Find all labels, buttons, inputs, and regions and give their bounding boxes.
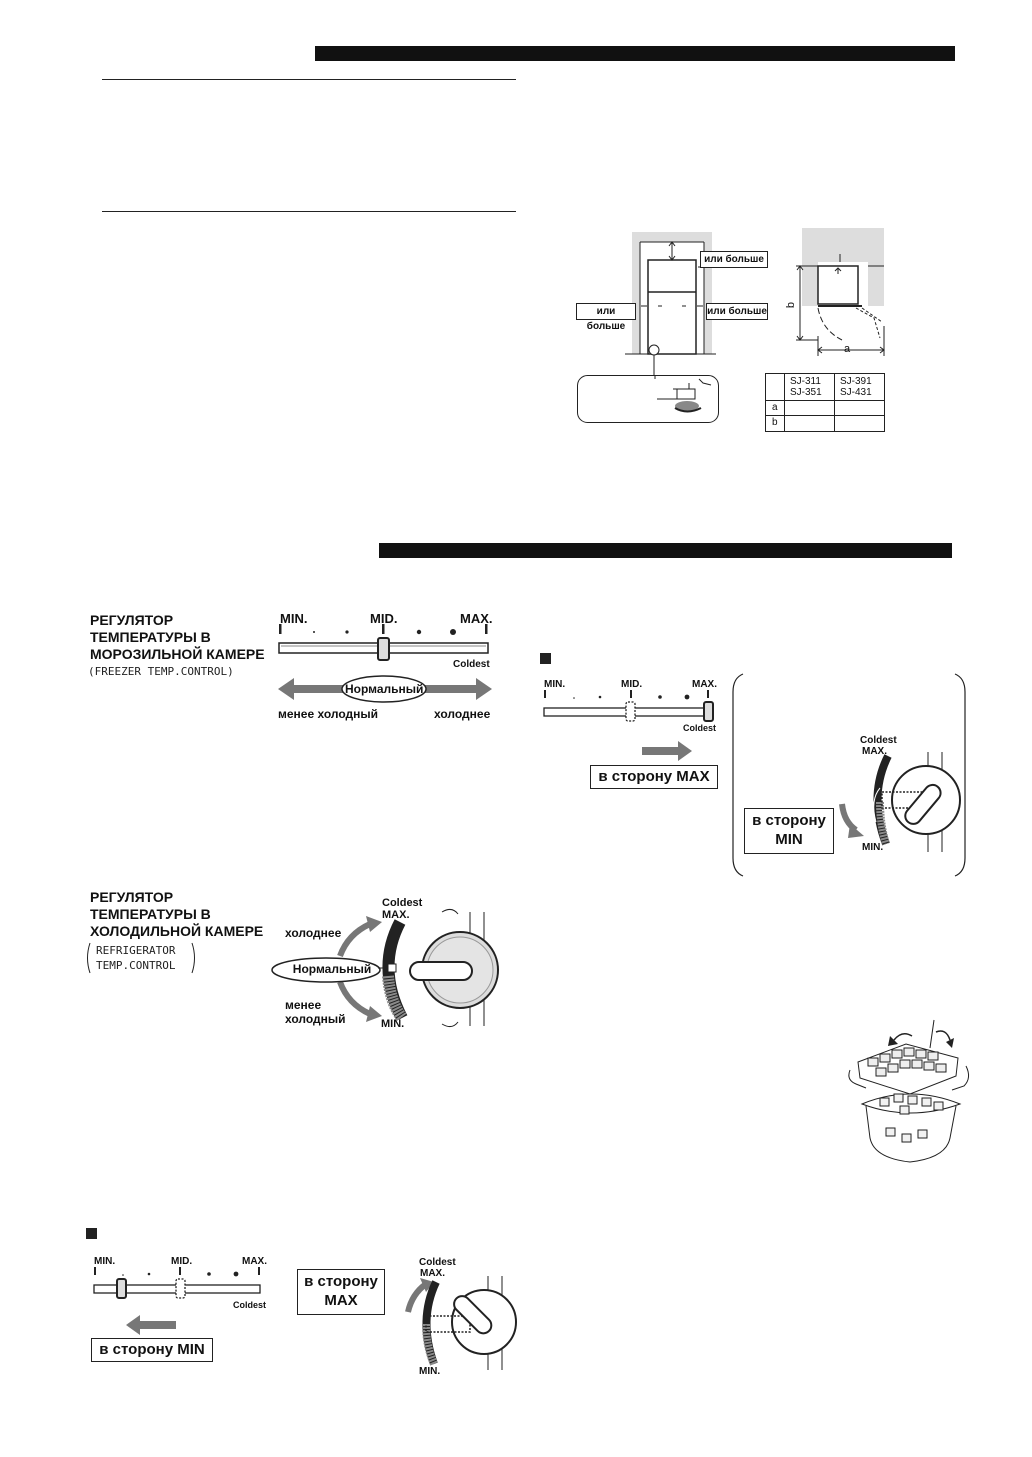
example-bullet-right bbox=[540, 653, 551, 664]
fridge-control-title-line1: РЕГУЛЯТОР bbox=[90, 889, 174, 905]
freezer-coldest-label: Coldest bbox=[453, 659, 490, 670]
table-header-col1-line2: SJ-351 bbox=[790, 387, 822, 398]
table-row-label-b: b bbox=[772, 417, 778, 428]
freezer-max-label: MAX. bbox=[460, 611, 493, 626]
fridge-coldest-label: Coldest bbox=[382, 897, 423, 909]
freezer-control-title-line1: РЕГУЛЯТОР bbox=[90, 612, 174, 628]
table-header-col1-line1: SJ-311 bbox=[790, 376, 821, 387]
freezer-control-subtitle: (FREEZER TEMP.CONTROL) bbox=[88, 665, 234, 678]
table-header-col2-line1: SJ-391 bbox=[840, 376, 872, 387]
fridge-control-title-line2: ТЕМПЕРАТУРЫ В bbox=[90, 906, 211, 922]
table-row-label-a: a bbox=[772, 402, 778, 413]
fridge-min-label: MIN. bbox=[381, 1018, 405, 1030]
freezer-colder-label: холоднее bbox=[434, 707, 491, 721]
fridge-subtitle-line2: TEMP.CONTROL bbox=[96, 959, 176, 972]
example-bottom-max-label: MAX. bbox=[242, 1256, 267, 1267]
example-right-coldest-label: Coldest bbox=[683, 723, 717, 733]
example-right-dial-coldest: Coldest bbox=[860, 735, 897, 746]
example-bottom-dial bbox=[405, 1276, 517, 1370]
fridge-less-cold-line1: менее bbox=[285, 998, 322, 1012]
dim-a-label: a bbox=[844, 343, 851, 355]
fridge-subtitle-bracket: REFRIGERATOR TEMP.CONTROL bbox=[84, 942, 198, 974]
or-more-label-right: или больше bbox=[706, 303, 768, 320]
section-header-bar-top bbox=[315, 46, 955, 61]
rule-top bbox=[102, 79, 516, 80]
fridge-colder-label: холоднее bbox=[285, 926, 342, 940]
fridge-max-label: MAX. bbox=[382, 909, 410, 921]
rule-bottom bbox=[102, 211, 516, 212]
toward-min-label-bottom: в сторону MIN bbox=[91, 1338, 213, 1362]
toward-min-right-line1: в сторону bbox=[752, 812, 826, 829]
toward-min-right-line2: MIN bbox=[775, 831, 803, 848]
example-bottom-dial-max: MAX. bbox=[420, 1268, 445, 1279]
example-right-dial bbox=[873, 752, 961, 852]
toward-max-bottom-line2: MAX bbox=[324, 1292, 358, 1309]
example-right-max-label: MAX. bbox=[692, 679, 717, 690]
example-bullet-bottom bbox=[86, 1228, 97, 1239]
toward-max-label-bottom: в сторону MAX bbox=[297, 1269, 385, 1315]
example-right-min-arrow bbox=[839, 803, 864, 838]
example-bottom-min-label: MIN. bbox=[94, 1256, 116, 1267]
fridge-dial bbox=[271, 908, 499, 1028]
example-bottom-dial-min: MIN. bbox=[419, 1366, 441, 1377]
fridge-control-title-line3: ХОЛОДИЛЬНОЙ КАМЕРЕ bbox=[90, 923, 264, 939]
example-right-min-label: MIN. bbox=[544, 679, 566, 690]
ice-tray-illustration bbox=[848, 1019, 970, 1163]
example-right-dial-max: MAX. bbox=[862, 746, 887, 757]
example-right-arrow bbox=[642, 741, 692, 761]
freezer-min-label: MIN. bbox=[280, 611, 308, 626]
toward-max-bottom-line1: в сторону bbox=[304, 1273, 378, 1290]
example-bottom-mid-label: MID. bbox=[171, 1256, 193, 1267]
or-more-label-top: или больше bbox=[700, 251, 768, 268]
freezer-less-cold-label: менее холодный bbox=[278, 707, 379, 721]
clearance-top-view-diagram bbox=[796, 228, 885, 356]
freezer-slider bbox=[278, 624, 489, 661]
freezer-control-title-line2: ТЕМПЕРАТУРЫ В bbox=[90, 629, 211, 645]
example-bottom-dial-coldest: Coldest bbox=[419, 1257, 456, 1268]
freezer-direction-arrows bbox=[278, 675, 492, 703]
fridge-less-cold-line2: холодный bbox=[285, 1012, 346, 1026]
toward-min-label-right: в сторону MIN bbox=[744, 808, 834, 854]
example-bottom-arrow bbox=[126, 1315, 176, 1335]
or-more-label-left: или больше bbox=[576, 303, 636, 332]
example-bottom-slider bbox=[93, 1267, 261, 1299]
section-header-bar-middle bbox=[379, 543, 952, 558]
dim-b-label: b bbox=[785, 301, 798, 309]
example-bottom-coldest-label: Coldest bbox=[233, 1300, 267, 1310]
freezer-mid-label: MID. bbox=[370, 611, 398, 626]
fridge-subtitle-line1: REFRIGERATOR bbox=[96, 944, 176, 957]
freezer-control-title-line3: МОРОЗИЛЬНОЙ КАМЕРЕ bbox=[90, 646, 265, 662]
freezer-normal-label: Нормальный bbox=[345, 682, 424, 696]
example-right-dial-min: MIN. bbox=[862, 842, 884, 853]
example-right-slider bbox=[543, 690, 714, 722]
fridge-normal-label: Нормальный bbox=[292, 962, 372, 976]
example-right-mid-label: MID. bbox=[621, 679, 643, 690]
toward-max-label-right: в сторону MAX bbox=[590, 765, 718, 789]
example-right-bracket bbox=[732, 673, 966, 877]
table-header-col2-line2: SJ-431 bbox=[840, 387, 872, 398]
leveling-foot-detail bbox=[577, 375, 719, 423]
dimension-table: SJ-311 SJ-351 SJ-391 SJ-431 a b bbox=[765, 373, 885, 432]
